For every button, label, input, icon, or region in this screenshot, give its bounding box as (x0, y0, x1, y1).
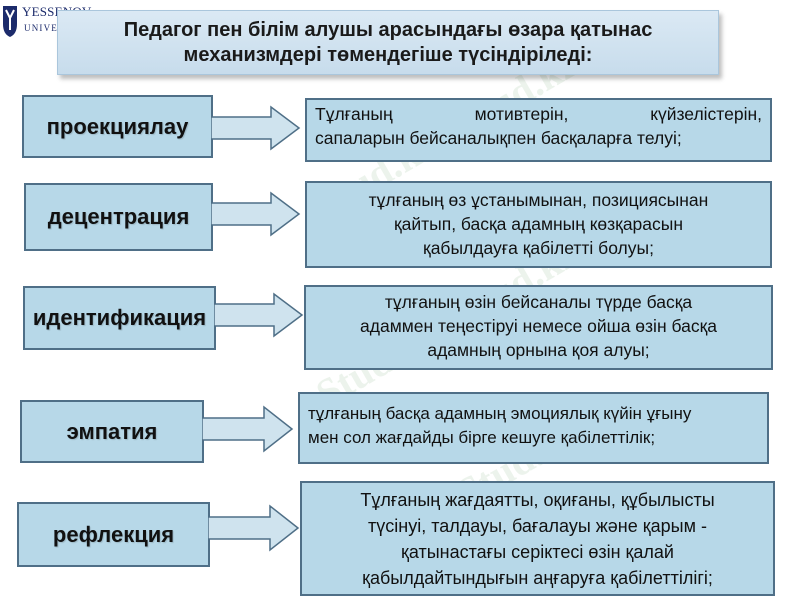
arrow-right-icon (211, 191, 301, 237)
title-banner: Педагог пен білім алушы арасындағы өзара… (57, 10, 719, 75)
description-box-decentration: тұлғаның өз ұстанымынан, позициясынан қа… (305, 181, 772, 268)
description-box-reflection: Тұлғаның жағдаятты, оқиғаны, құбылысты т… (300, 481, 775, 596)
arrow-right-icon (202, 405, 294, 453)
description-line: мен сол жағдайды бірге кешуге қабілеттіл… (308, 428, 656, 447)
term-label: децентрация (47, 204, 190, 229)
logo-subtitle: UNIVERSITY (24, 23, 90, 33)
term-box-decentration: децентрация (24, 183, 213, 251)
title-line-2: механизмдері төмендегіше түсіндіріледі: (183, 44, 593, 66)
description-line: қайтып, басқа адамның көзқарасын (393, 214, 684, 234)
term-label: проекциялау (46, 113, 189, 139)
shield-icon (3, 6, 17, 37)
arrow-right-icon (211, 105, 301, 151)
title-line-1: Педагог пен білім алушы арасындағы өзара… (123, 19, 653, 41)
term-box-identification: идентификация (23, 286, 216, 350)
description-line: қабылдайтындығын аңғаруға қабілеттілігі; (362, 568, 713, 588)
description-box-identification: тұлғаның өзін бейсаналы түрде басқа адам… (304, 285, 773, 370)
term-label: идентификация (32, 305, 207, 330)
term-label: рефлекция (52, 521, 175, 547)
term-label: эмпатия (66, 418, 158, 444)
description-line: қабылдауға қабілетті болуы; (423, 238, 654, 258)
term-box-reflection: рефлекция (17, 502, 210, 567)
description-line: сапаларын бейсаналықпен басқаларға телуі… (315, 128, 682, 148)
description-line: тұлғаның басқа адамның эмоциялық күйін ұ… (308, 404, 692, 423)
arrow-right-icon (208, 504, 300, 552)
arrow-right-icon (214, 292, 304, 338)
term-box-empathy: эмпатия (20, 400, 204, 463)
description-line: түсінуі, талдауы, бағалауы және қарым - (368, 516, 707, 536)
description-box-projection: Тұлғаның мотивтерін, күйзелістерін, сапа… (305, 98, 772, 162)
description-box-empathy: тұлғаның басқа адамның эмоциялық күйін ұ… (298, 392, 769, 464)
description-line: адаммен теңестіруі немесе ойша өзін басқ… (360, 316, 717, 336)
description-line: Тұлғаның мотивтерін, күйзелістерін, (315, 104, 762, 124)
description-line: Тұлғаның жағдаятты, оқиғаны, құбылысты (360, 490, 715, 510)
description-line: қатынастағы серіктесі өзін қалай (401, 542, 674, 562)
description-line: тұлғаның өз ұстанымынан, позициясынан (368, 190, 709, 210)
description-line: адамның орнына қоя алуы; (427, 340, 650, 360)
page-title: Педагог пен білім алушы арасындағы өзара… (58, 18, 718, 68)
term-box-projection: проекциялау (22, 95, 213, 158)
description-line: тұлғаның өзін бейсаналы түрде басқа (384, 292, 693, 312)
